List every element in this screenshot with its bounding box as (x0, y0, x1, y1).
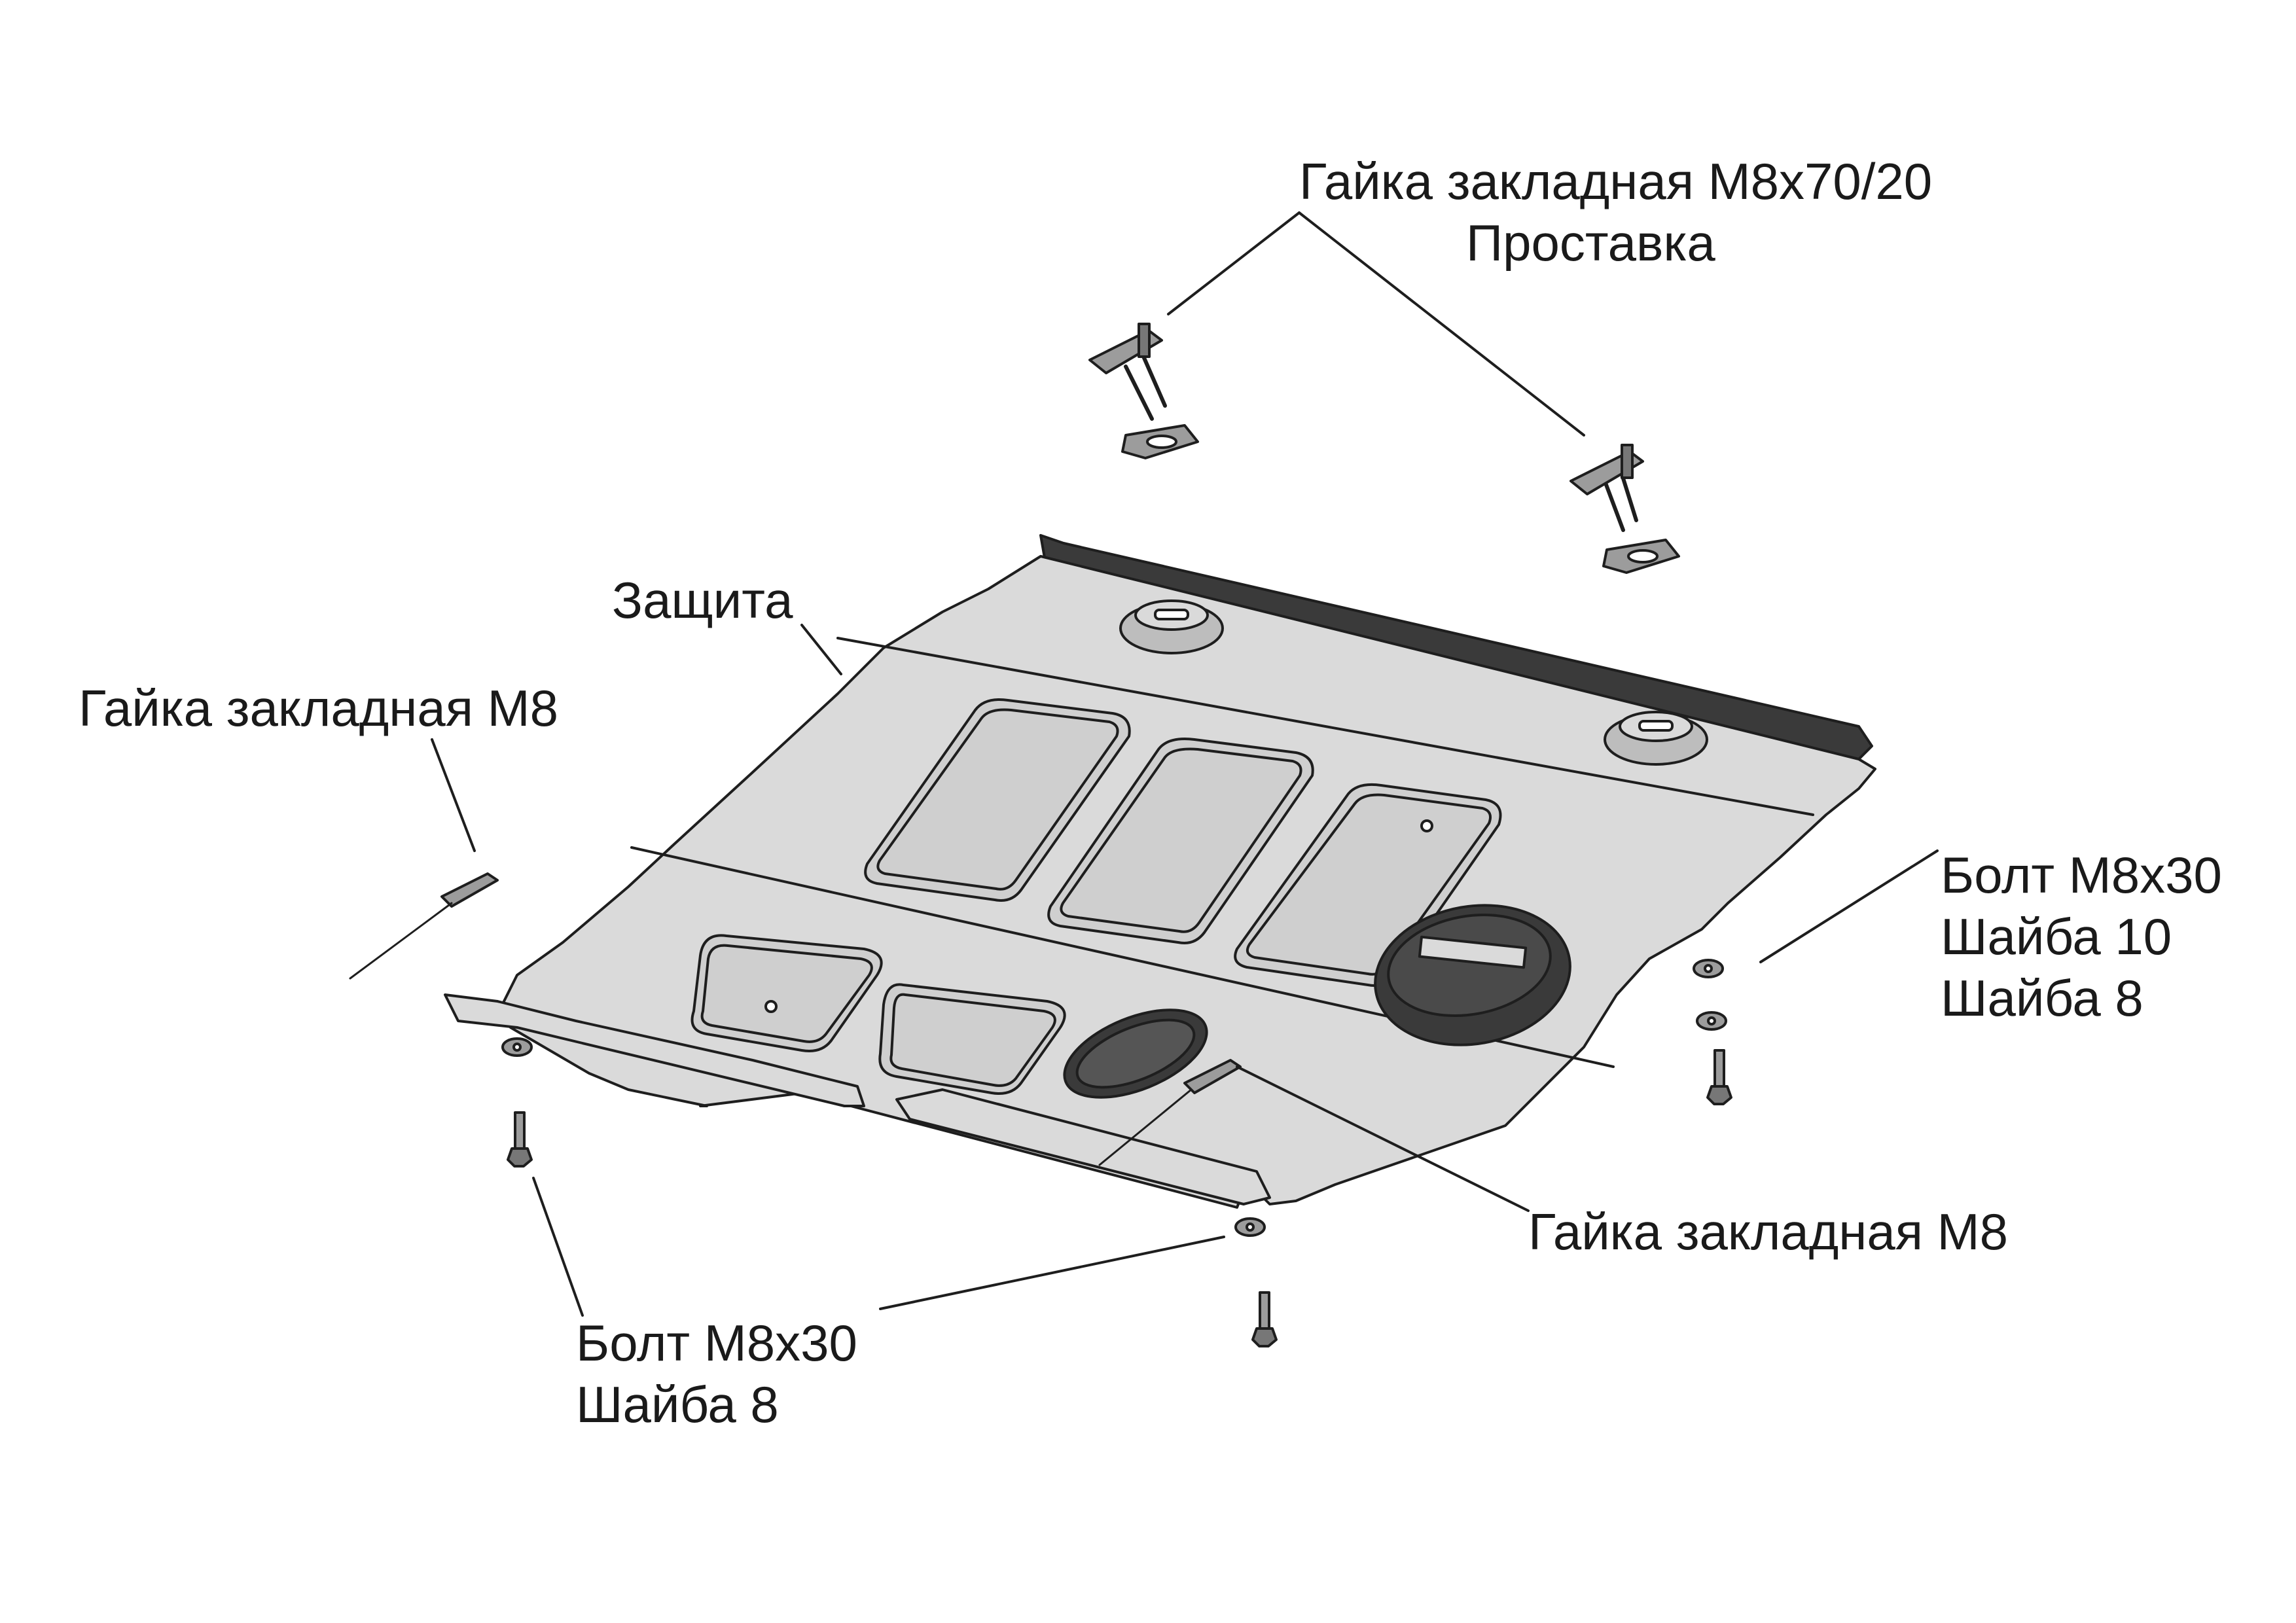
label-guard: Защита (612, 571, 793, 629)
label-center-nut: Гайка закладная М8 (1528, 1203, 2008, 1260)
guard-service-cutout-1-inner (700, 944, 873, 1043)
label-top-nut-line1: Гайка закладная М8х70/20 (1299, 152, 1933, 210)
top-spacer-hole-left (1146, 435, 1177, 449)
guard-oil-drain-hatch-inner (1075, 1018, 1196, 1089)
guard-vent-cutout-1-inner (876, 708, 1119, 891)
bolt-shank-right (1713, 1049, 1725, 1088)
label-right-bolt-line3: Шайба 8 (1941, 969, 2144, 1027)
guard-bend-line-upper (836, 637, 1814, 816)
leader-right-bolt (1759, 849, 1939, 963)
bolt-head-center-front (1251, 1327, 1278, 1347)
top-nut-stud-right (1621, 444, 1634, 479)
leader-bottom-bolt-left (532, 1177, 584, 1317)
guard-vent-cutout-3-inner (1246, 793, 1492, 976)
guard-vent-cutout-1 (864, 698, 1131, 902)
leader-bottom-bolt-right (879, 1236, 1225, 1310)
bolt-head-left-front (507, 1147, 533, 1168)
center-nut-wire (1098, 1088, 1193, 1166)
guard-plate (444, 534, 1876, 1209)
left-embedded-nut (349, 872, 499, 980)
label-right-bolt-line1: Болт М8х30 (1941, 846, 2222, 904)
label-bottom-bolt-washer: Болт М8х30 Шайба 8 (576, 1312, 857, 1435)
guard-vent-cutout-3 (1234, 783, 1502, 987)
guard-service-cutout-2-inner (889, 993, 1056, 1087)
leader-guard (800, 624, 842, 675)
bolt-right-side (1693, 959, 1732, 1105)
guard-vent-cutout-2 (1047, 738, 1314, 944)
left-nut-plate (440, 872, 499, 908)
bolt-shank-center-front (1259, 1291, 1270, 1330)
leader-top-nut-left (1167, 211, 1300, 315)
label-bottom-bolt-line1: Болт М8х30 (576, 1314, 857, 1372)
bolt-shank-left-front (514, 1111, 526, 1150)
top-nut-assembly-left (1088, 323, 1199, 459)
leader-top-nut-right (1298, 211, 1585, 437)
guard-front-lip-left (444, 993, 865, 1107)
bolt-center-front (1234, 1217, 1278, 1347)
label-right-bolt-washers: Болт М8х30 Шайба 10 Шайба 8 (1941, 844, 2222, 1029)
leader-center-nut (1236, 1065, 1530, 1212)
leader-left-nut (431, 738, 476, 852)
center-embedded-nut (1098, 1059, 1242, 1166)
label-left-nut: Гайка закладная М8 (79, 679, 558, 737)
guard-drain-hole-2 (764, 1000, 778, 1013)
top-nut-stud-left (1138, 323, 1151, 358)
label-top-nut-line2: Проставка (1466, 214, 1715, 272)
top-nut-wire-left (1124, 351, 1167, 421)
top-nut-assembly-right (1570, 444, 1680, 574)
guard-service-cutout-2 (878, 983, 1066, 1095)
guard-filter-cover-slot (1418, 935, 1528, 969)
label-bottom-bolt-line2: Шайба 8 (576, 1376, 779, 1433)
guard-drain-hole-1 (1420, 819, 1433, 832)
guard-vent-cutout-2-inner (1060, 747, 1302, 933)
bolt-head-right (1706, 1085, 1732, 1105)
label-top-nut-spacer: Гайка закладная М8х70/20 Проставка (1299, 151, 1932, 274)
bolt-left-front (501, 1037, 533, 1168)
guard-front-lip-right (895, 1088, 1271, 1205)
label-right-bolt-line2: Шайба 10 (1941, 908, 2172, 965)
guard-rear-mount-slot-left (1154, 609, 1189, 620)
top-spacer-hole-right (1627, 549, 1659, 563)
guard-rear-mount-slot-right (1638, 720, 1674, 732)
leader-lines (431, 211, 1939, 1317)
left-nut-wire (349, 902, 453, 980)
